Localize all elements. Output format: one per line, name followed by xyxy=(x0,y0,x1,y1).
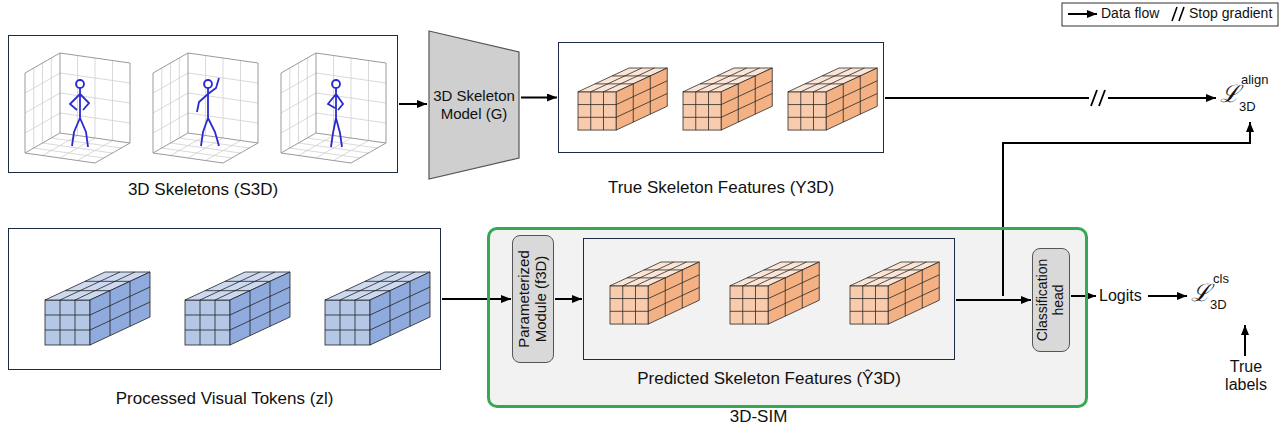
skeleton-figure xyxy=(70,88,89,147)
feature-cuboid xyxy=(683,68,772,130)
token-cuboid xyxy=(325,272,430,345)
flow-arrow xyxy=(442,298,511,300)
flow-arrow xyxy=(956,299,1031,301)
flow-arrow xyxy=(1071,295,1096,297)
flow-arrow xyxy=(399,103,427,105)
skeleton-head xyxy=(332,80,340,88)
skeleton-figure xyxy=(328,88,343,147)
panel-heading: Processed Visual Tokens (zl) xyxy=(116,389,334,409)
panel-heading: True Skeleton Features (Y3D) xyxy=(608,178,834,198)
legend-text: Stop gradient xyxy=(1189,6,1272,21)
flow-arrow xyxy=(521,97,557,99)
flow-arrow xyxy=(1148,295,1187,297)
output-label: Logits xyxy=(1099,287,1142,305)
feature-cuboid xyxy=(578,68,667,130)
skeleton-grid xyxy=(281,53,386,163)
loss-superscript: cls xyxy=(1213,272,1229,286)
loss-subscript: 3D xyxy=(1210,298,1227,312)
token-cuboid xyxy=(45,272,150,345)
box-text: Parameterized Module (f3D) xyxy=(516,235,550,363)
module-ground xyxy=(488,228,1087,407)
feature-cuboid xyxy=(850,262,939,324)
flow-arrow xyxy=(1244,325,1246,356)
skeleton-grid xyxy=(25,53,130,163)
loss-symbol: ℒ xyxy=(1220,82,1240,106)
image-panel: 3D Skeletons (S3D) xyxy=(8,35,398,173)
box-text: 3D Skeleton Model (G) xyxy=(431,87,517,123)
flow-arrow xyxy=(885,97,1216,99)
trapezoid-outline xyxy=(429,31,519,179)
box-text: Classification head xyxy=(1035,248,1066,352)
target-label: True labels xyxy=(1218,358,1274,395)
loss-superscript: align xyxy=(1241,73,1268,87)
slash-gap xyxy=(1089,89,1108,107)
skeleton-frame xyxy=(281,53,386,163)
legend-arrow-sample xyxy=(1068,13,1097,15)
feature-panel: Predicted Skeleton Features (Ŷ3D) xyxy=(583,238,955,360)
skeleton-frame xyxy=(153,53,258,163)
module-box: Parameterized Module (f3D) Predicted Skel… xyxy=(487,227,1088,408)
panel-heading: Predicted Skeleton Features (Ŷ3D) xyxy=(637,369,901,389)
skeleton-grid xyxy=(153,53,258,163)
legend-frame xyxy=(1062,3,1278,26)
stop-gradient-sample xyxy=(1172,7,1184,21)
flow-arrow xyxy=(555,298,582,300)
loss-symbol: ℒ xyxy=(1191,281,1211,305)
token-cuboid xyxy=(185,272,290,345)
skeleton-head xyxy=(76,80,84,88)
loss-subscript: 3D xyxy=(1239,100,1256,114)
feature-cuboid xyxy=(610,262,699,324)
panel-heading: 3D Skeletons (S3D) xyxy=(128,180,278,200)
panel-heading: 3D-SIM xyxy=(730,407,788,427)
skeleton-frame xyxy=(25,53,130,163)
skeleton-head xyxy=(204,80,212,88)
feature-cuboid xyxy=(730,262,819,324)
legend-text: Data flow xyxy=(1101,6,1159,21)
model-trapezoid: 3D Skeleton Model (G) xyxy=(428,30,520,180)
head-box: Classification head xyxy=(1032,248,1070,352)
stop-gradient-mark xyxy=(1091,90,1105,106)
token-panel: Processed Visual Tokens (zl) xyxy=(8,228,441,370)
feature-cuboid xyxy=(788,68,877,130)
process-box: Parameterized Module (f3D) xyxy=(512,235,554,363)
feature-panel: True Skeleton Features (Y3D) xyxy=(558,42,884,153)
skeleton-figure xyxy=(197,78,219,146)
